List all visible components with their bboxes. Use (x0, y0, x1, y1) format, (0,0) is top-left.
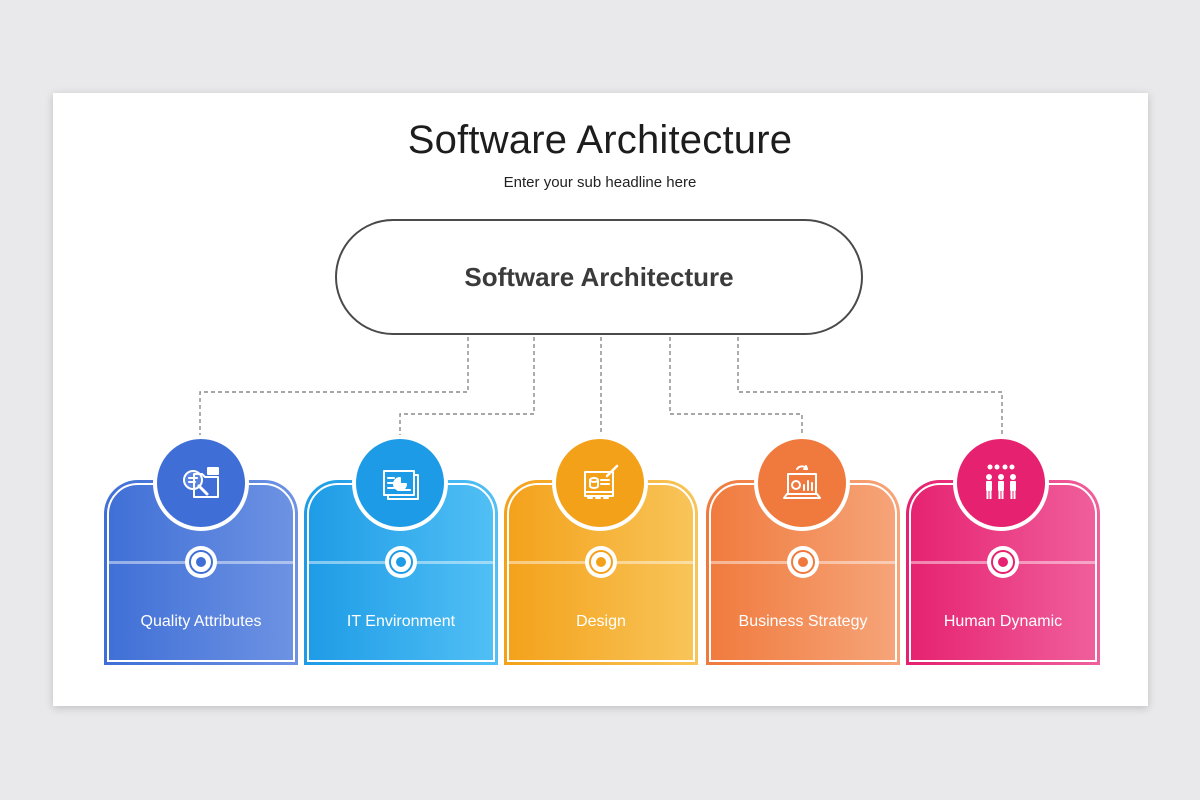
slide-title: Software Architecture (407, 118, 793, 162)
card-label: Design (576, 613, 626, 630)
card-label: Human Dynamic (943, 613, 1063, 630)
connector-line (399, 337, 535, 440)
laptop-strategy-icon (754, 435, 850, 531)
node-marker (787, 546, 819, 578)
connector-line (669, 337, 803, 440)
card-label: IT Environment (346, 613, 456, 630)
root-node-label: Software Architecture (464, 261, 734, 292)
slide-subtitle: Enter your sub headline here (503, 174, 697, 191)
card-label: Quality Attributes (140, 613, 262, 630)
design-tablet-icon (552, 435, 648, 531)
presentation-chart-icon (352, 435, 448, 531)
node-marker (185, 546, 217, 578)
root-node: Software Architecture (335, 219, 863, 335)
category-card-human-dynamic: Human Dynamic (906, 480, 1100, 665)
node-marker (385, 546, 417, 578)
connector-line (737, 337, 1003, 440)
search-folder-icon (153, 435, 249, 531)
node-marker (585, 546, 617, 578)
team-people-icon (953, 435, 1049, 531)
category-card-it-environment: IT Environment (304, 480, 498, 665)
card-label: Business Strategy (738, 613, 868, 630)
connector-line (199, 337, 469, 440)
node-marker (987, 546, 1019, 578)
